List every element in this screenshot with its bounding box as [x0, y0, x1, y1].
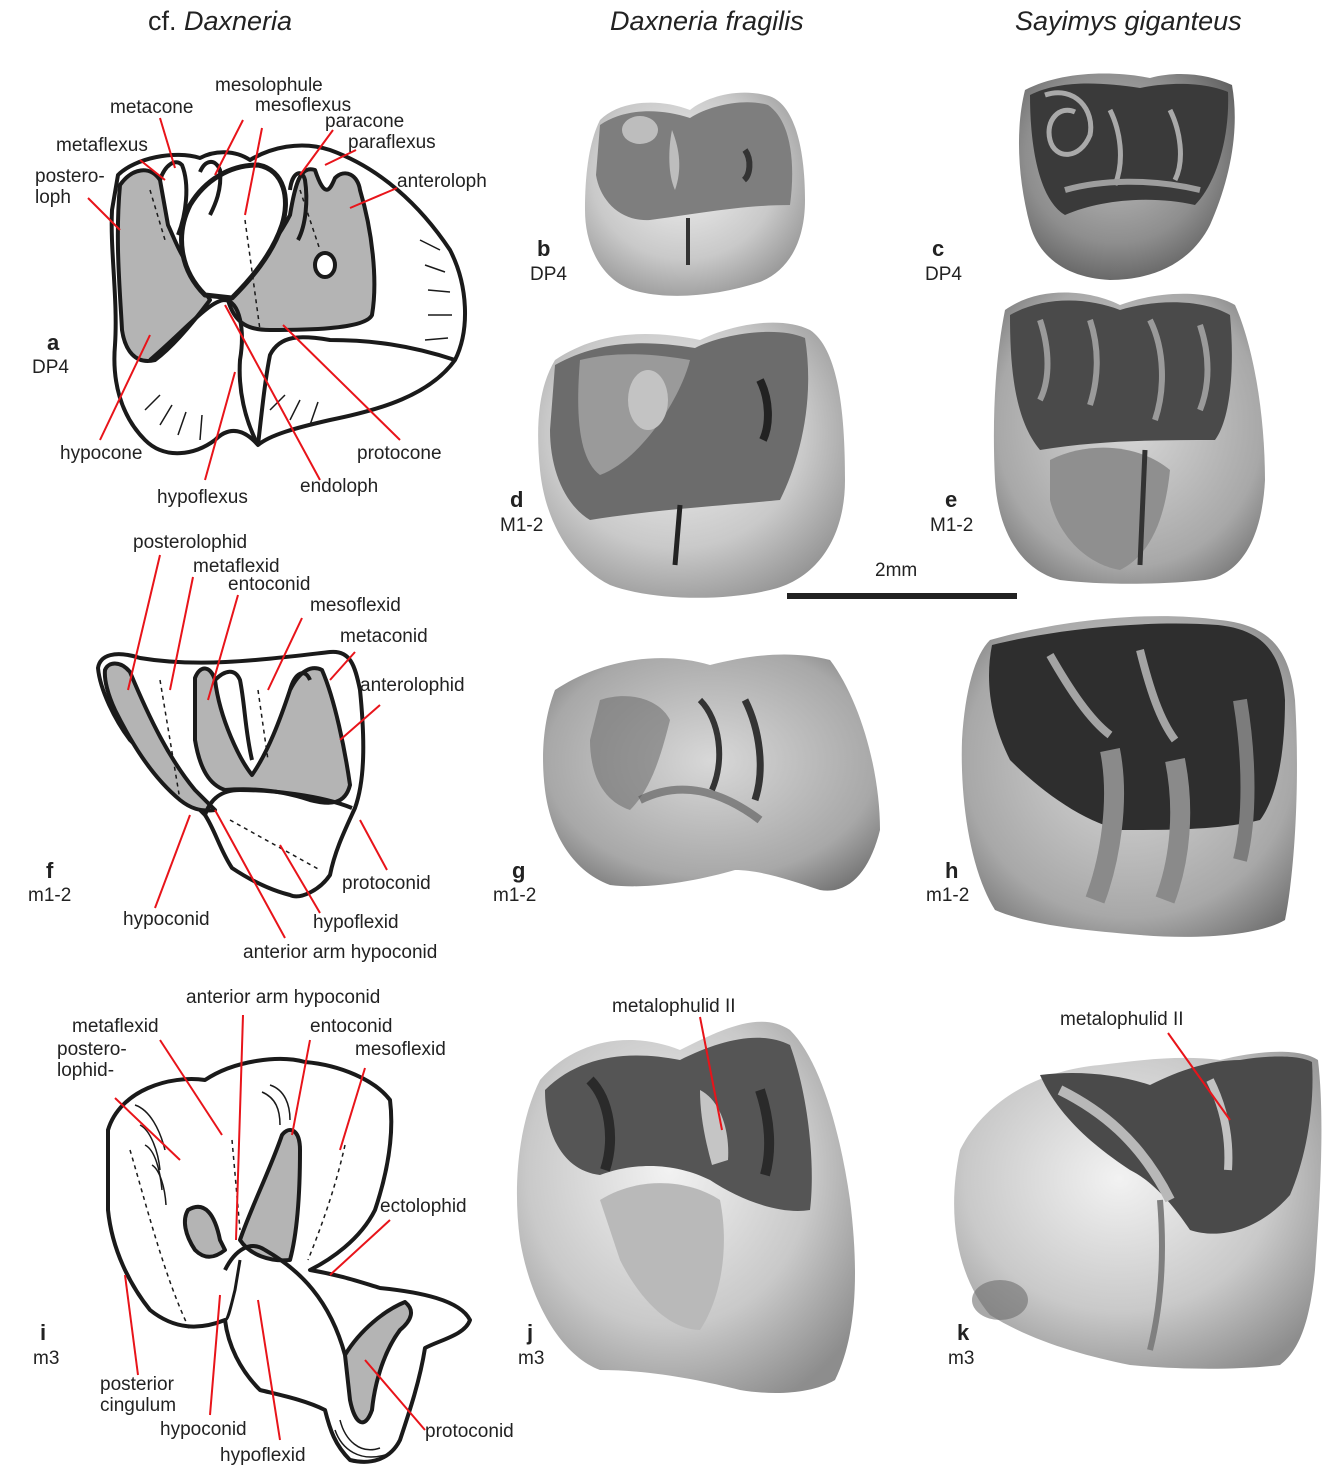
label-f-entoconid: entoconid — [228, 575, 310, 596]
panel-tooth-h: m1-2 — [926, 885, 969, 907]
panel-tooth-e: M1-2 — [930, 515, 973, 537]
panel-letter-k: k — [957, 1320, 969, 1346]
column-title-left: cf. Daxneria — [148, 6, 292, 37]
label-f-metaconid: metaconid — [340, 627, 428, 648]
label-metaflexus: metaflexus — [56, 136, 148, 157]
specimen-k — [954, 1052, 1321, 1369]
panel-tooth-k: m3 — [948, 1348, 974, 1370]
label-i-ectolophid: ectolophid — [380, 1197, 467, 1218]
label-i-hypoflexid: hypoflexid — [220, 1446, 306, 1467]
label-i-posterior-cingulum: posterior cingulum — [100, 1375, 176, 1416]
label-f-protoconid: protoconid — [342, 874, 431, 895]
panel-tooth-j: m3 — [518, 1348, 544, 1370]
label-posteroloph: postero- loph — [35, 167, 105, 208]
label-metacone: metacone — [110, 98, 193, 119]
panel-letter-g: g — [512, 858, 525, 884]
panel-letter-i: i — [40, 1320, 46, 1346]
label-i-hypoconid: hypoconid — [160, 1420, 247, 1441]
panel-letter-b: b — [537, 236, 550, 262]
specimen-h — [962, 616, 1297, 937]
specimen-b — [585, 93, 805, 296]
panel-letter-f: f — [46, 858, 53, 884]
panel-tooth-i: m3 — [33, 1348, 59, 1370]
panel-tooth-g: m1-2 — [493, 885, 536, 907]
label-f-hypoconid: hypoconid — [123, 910, 210, 931]
label-k-metalophulid-ii: metalophulid II — [1060, 1010, 1184, 1031]
label-hypocone: hypocone — [60, 444, 142, 465]
specimen-c — [1019, 74, 1235, 280]
label-paraflexus: paraflexus — [348, 133, 436, 154]
panel-letter-e: e — [945, 487, 957, 513]
label-f-hypoflexid: hypoflexid — [313, 913, 399, 934]
panel-letter-h: h — [945, 858, 958, 884]
panel-tooth-b: DP4 — [530, 264, 567, 286]
label-i-protoconid: protoconid — [425, 1422, 514, 1443]
panel-letter-j: j — [527, 1320, 533, 1346]
panel-tooth-d: M1-2 — [500, 515, 543, 537]
label-i-anterior-arm-hypoconid: anterior arm hypoconid — [186, 988, 380, 1009]
specimen-e — [994, 293, 1265, 584]
label-f-anterior-arm-hypoconid: anterior arm hypoconid — [243, 943, 437, 964]
label-i-metaflexid: metaflexid — [72, 1017, 159, 1038]
panel-letter-a: a — [47, 330, 59, 356]
specimen-d — [538, 323, 845, 598]
label-f-anterolophid: anterolophid — [360, 676, 465, 697]
label-i-mesoflexid: mesoflexid — [355, 1040, 446, 1061]
label-i-entoconid: entoconid — [310, 1017, 392, 1038]
label-protocone: protocone — [357, 444, 442, 465]
panel-tooth-a: DP4 — [32, 357, 69, 379]
label-endoloph: endoloph — [300, 477, 378, 498]
column-title-left-name: Daxneria — [184, 6, 292, 36]
drawing-f-m12 — [98, 652, 363, 896]
panel-tooth-f: m1-2 — [28, 885, 71, 907]
specimen-j — [517, 1022, 855, 1393]
label-j-metalophulid-ii: metalophulid II — [612, 997, 736, 1018]
panel-letter-d: d — [510, 487, 523, 513]
panel-tooth-c: DP4 — [925, 264, 962, 286]
label-anteroloph: anteroloph — [397, 172, 487, 193]
label-f-posterolophid: posterolophid — [133, 533, 247, 554]
column-title-left-prefix: cf. — [148, 6, 184, 36]
column-title-middle: Daxneria fragilis — [610, 6, 804, 37]
column-title-right: Sayimys giganteus — [1015, 6, 1242, 37]
panel-letter-c: c — [932, 236, 944, 262]
label-f-mesoflexid: mesoflexid — [310, 596, 401, 617]
label-hypoflexus: hypoflexus — [157, 488, 248, 509]
label-paracone: paracone — [325, 112, 404, 133]
specimen-g — [543, 655, 880, 891]
scale-bar-label: 2mm — [875, 560, 917, 582]
label-i-posterolophid: postero- lophid- — [57, 1040, 127, 1081]
label-mesolophule: mesolophule — [215, 76, 323, 97]
